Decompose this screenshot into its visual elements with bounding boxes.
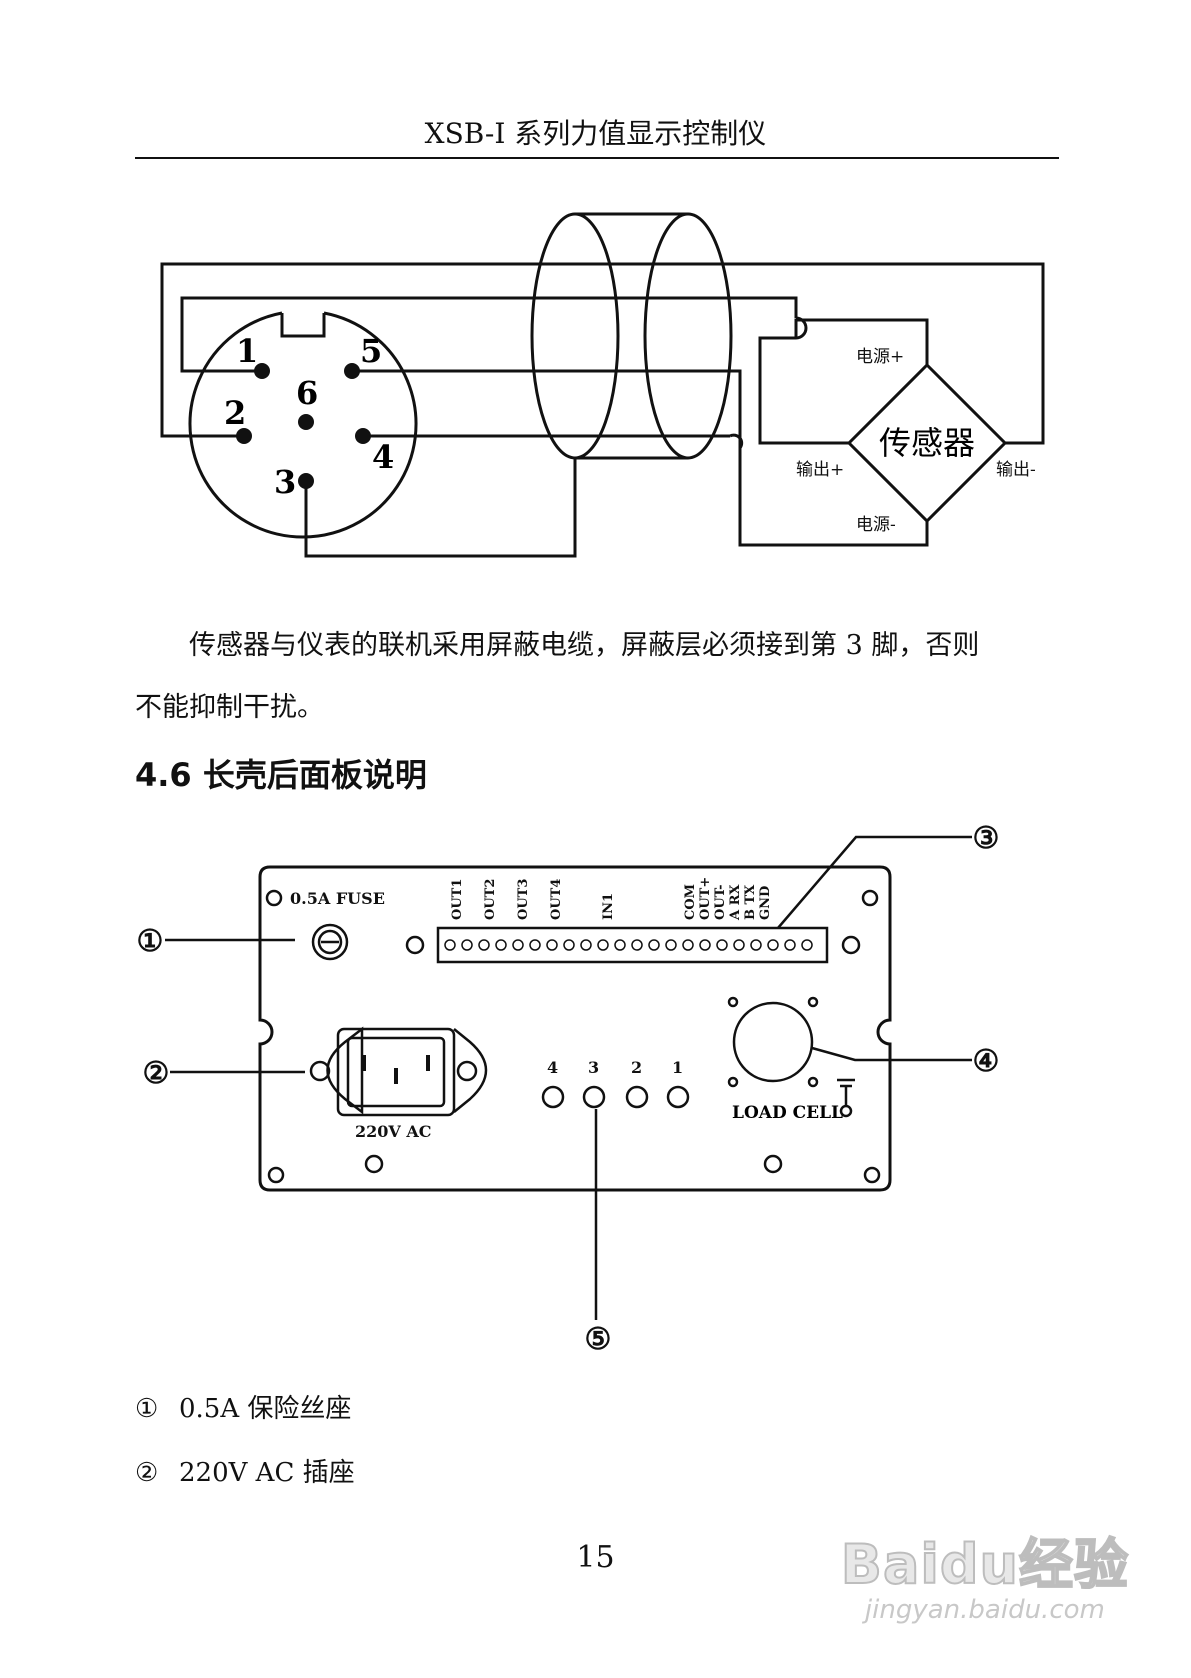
callout-3: ③ [973,821,1000,856]
pin-1-dot [254,363,270,379]
connector-circle [188,311,418,539]
led-label-3: 3 [588,1058,599,1077]
terminal-label-in1: IN1 [601,893,616,920]
ac-socket [336,1027,456,1117]
pin-2-label: 2 [224,394,246,432]
rear-panel-diagram: OUT1 OUT2 OUT3 OUT4 IN1 COM OUT+ OUT- A … [137,821,1000,1357]
pin-2-dot [236,428,252,444]
pin-6-label: 6 [296,374,318,412]
callout-2: ② [143,1056,170,1091]
load-cell-socket [732,1001,814,1083]
led-1 [666,1085,690,1109]
watermark-url: jingyan.baidu.com [864,1595,1105,1625]
paragraph-line-2: 不能抑制干扰。 [135,692,324,723]
pin-1-label: 1 [236,332,258,370]
paragraph-line-1: 传感器与仪表的联机采用屏蔽电缆，屏蔽层必须接到第 3 脚，否则 [189,630,980,661]
pin-4-dot [355,428,371,444]
header-title: XSB-I 系列力值显示控制仪 [424,117,767,150]
terminal-label-out1: OUT1 [450,879,465,920]
power-plus-label: 电源+ [856,347,904,367]
legend-item-2: ② 220V AC 插座 [135,1452,355,1489]
fuse-label: 0.5A FUSE [290,889,385,908]
terminal-label-out-plus: OUT+ [698,877,713,920]
power-minus-label: 电源- [856,515,896,535]
legend-item-1: ① 0.5A 保险丝座 [135,1388,351,1425]
load-cell-label: LOAD CELL [732,1103,843,1123]
shield-note-paragraph: 传感器与仪表的联机采用屏蔽电缆，屏蔽层必须接到第 3 脚，否则 不能抑制干扰。 [135,615,1065,739]
sensor-label: 传感器 [879,424,975,462]
terminal-label-gnd: GND [758,886,773,920]
terminal-label-out2: OUT2 [483,879,498,920]
pin-6-dot [298,414,314,430]
legend-item-1-num: ① [135,1394,159,1424]
pin-5-label: 5 [360,332,382,370]
cable-shield-left [530,212,620,460]
terminal-label-out4: OUT4 [549,879,564,920]
terminal-screws [444,939,813,951]
ac-socket-flange [326,1026,364,1115]
page-number: 15 [576,1540,615,1575]
legend-item-2-text: 220V AC 插座 [179,1458,355,1488]
led-4 [541,1085,565,1109]
led-3 [582,1085,606,1109]
terminal-label-out3: OUT3 [516,879,531,920]
led-label-1: 1 [672,1058,683,1077]
pin-3-dot [298,473,314,489]
watermark: Baidu经验 jingyan.baidu.com [840,1520,1129,1625]
cable-shield-right [643,212,733,460]
pin-4-label: 4 [372,438,394,476]
watermark-logo: Baidu经验 [840,1532,1129,1597]
legend-item-2-num: ② [135,1458,159,1488]
fuse-holder [311,923,349,961]
led-label-2: 2 [631,1058,642,1077]
callout-5: ⑤ [585,1322,612,1357]
section-heading: 4.6 长壳后面板说明 [135,756,427,794]
callout-4: ④ [973,1044,1000,1079]
terminal-block [436,926,829,964]
ac-label: 220V AC [355,1122,432,1141]
pin-5-dot [344,363,360,379]
terminal-label-a-rx: A RX [728,884,743,921]
header-rule [135,157,1059,159]
legend-item-1-text: 0.5A 保险丝座 [179,1394,352,1424]
output-minus-label: 输出- [996,460,1036,480]
connector-key [280,313,326,338]
terminal-label-com: COM [683,884,698,920]
terminal-label-b-tx: B TX [743,884,758,920]
pin-3-label: 3 [274,463,296,501]
callout-1: ① [137,924,164,959]
panel-outline [258,865,892,1192]
led-label-4: 4 [547,1058,558,1077]
wiring-diagram: 1 2 3 4 5 6 电源+ 电源- 输出+ 输出- 传感器 [160,212,1045,558]
terminal-label-out-minus: OUT- [713,884,728,920]
output-plus-label: 输出+ [796,460,844,480]
led-2 [625,1085,649,1109]
